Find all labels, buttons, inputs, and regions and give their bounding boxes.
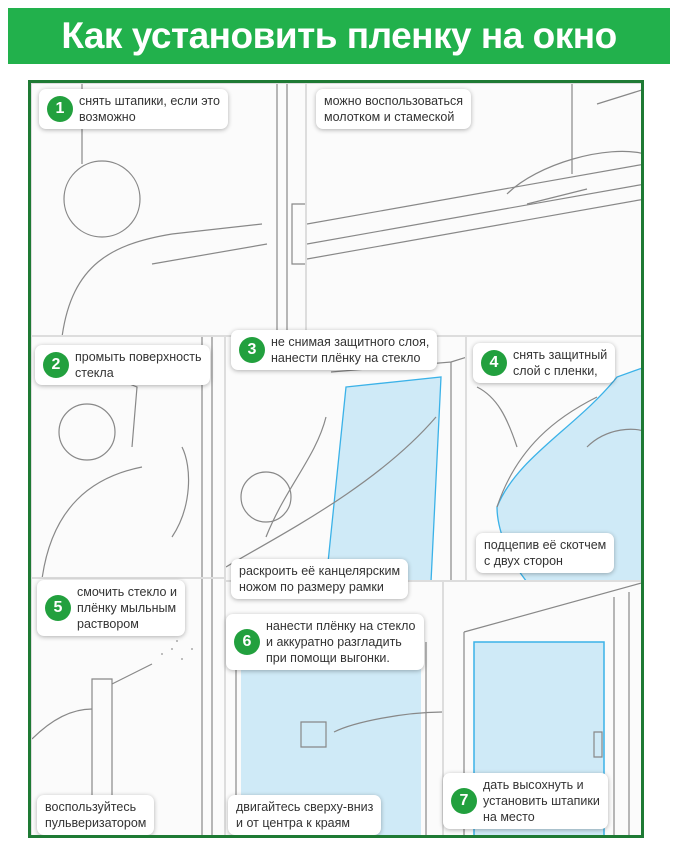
step-number-6: 6 (234, 629, 260, 655)
step-3-text: не снимая защитного слоя, нанести плёнку… (271, 335, 430, 365)
step-number-4: 4 (481, 350, 507, 376)
step-1-note-text: можно воспользоваться молотком и стамеск… (324, 94, 464, 124)
step-1-text: снять штапики, если это возможно (79, 94, 220, 124)
step-5-text: смочить стекло и плёнку мыльным растворо… (77, 585, 177, 631)
step-7-text: дать высохнуть и установить штапики на м… (483, 778, 600, 824)
applying-film-illustration (226, 356, 465, 580)
page-title: Как установить пленку на окно (8, 8, 670, 64)
step-6-text: нанести плёнку на стекло и аккуратно раз… (266, 619, 416, 665)
step-5-note-text: воспользуйтесь пульверизатором (45, 800, 147, 830)
step-5-note: воспользуйтесь пульверизатором (37, 795, 155, 835)
hammer-chisel-illustration (307, 84, 641, 260)
step-6-note-text: двигайтесь сверху-вниз и от центра к кра… (236, 800, 374, 830)
step-6-note: двигайтесь сверху-вниз и от центра к кра… (228, 795, 382, 835)
panel-step-3 (225, 336, 466, 581)
man-removing-beads-illustration (61, 84, 305, 335)
step-number-3: 3 (239, 337, 265, 363)
step-3-note-text: раскроить её канцелярским ножом по разме… (239, 564, 401, 594)
step-4-note-text: подцепив её скотчем с двух сторон (484, 538, 607, 568)
step-number-2: 2 (43, 352, 69, 378)
step-4-note: подцепив её скотчем с двух сторон (476, 533, 615, 573)
spray-bottle-illustration (32, 579, 213, 835)
step-number-7: 7 (451, 788, 477, 814)
step-number-1: 1 (47, 96, 73, 122)
step-3-note: раскроить её канцелярским ножом по разме… (231, 559, 409, 599)
step-number-5: 5 (45, 595, 71, 621)
step-4-text: снять защитный слой с пленки, (513, 348, 608, 378)
step-2-text: промыть поверхность стекла (75, 350, 202, 380)
step-1-note: можно воспользоваться молотком и стамеск… (316, 89, 472, 129)
